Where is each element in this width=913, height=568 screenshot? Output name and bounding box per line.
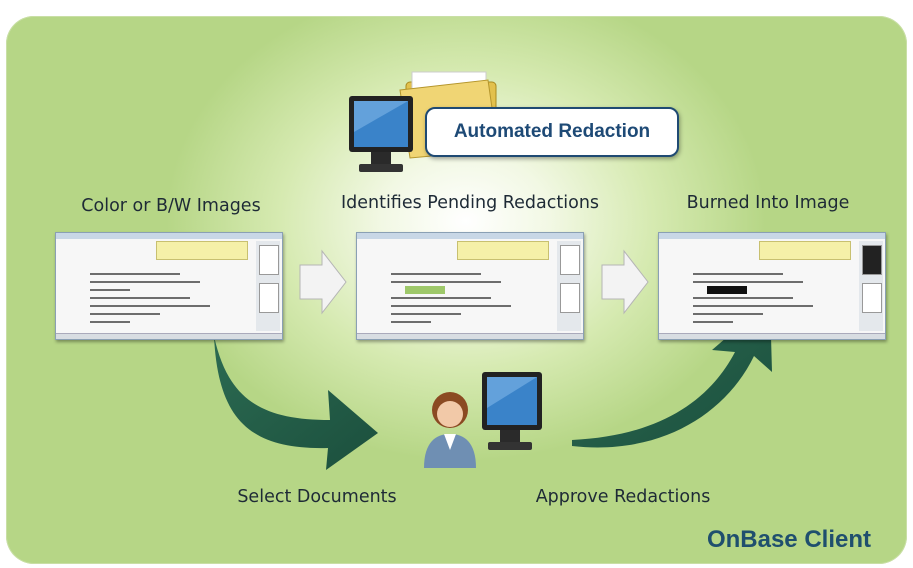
brand-label: OnBase Client — [706, 526, 871, 553]
label-approve-redactions: Approve Redactions — [535, 487, 711, 507]
document-thumbnail-pending — [356, 232, 584, 340]
arrow-right-icon — [299, 249, 347, 315]
curved-arrow-icon — [214, 336, 378, 470]
automated-redaction-box: Automated Redaction — [425, 107, 679, 157]
label-select-documents: Select Documents — [237, 487, 397, 507]
label-identifies-pending: Identifies Pending Redactions — [340, 193, 600, 213]
person-icon — [424, 392, 476, 468]
document-thumbnail-redacted — [658, 232, 886, 340]
computer-monitor-icon — [482, 372, 542, 450]
label-burned-into-image: Burned Into Image — [686, 193, 850, 213]
arrow-right-icon — [601, 249, 649, 315]
curved-arrow-icon — [572, 300, 772, 448]
label-color-bw-images: Color or B/W Images — [81, 196, 261, 216]
document-thumbnail-original — [55, 232, 283, 340]
computer-monitor-icon — [349, 96, 413, 172]
